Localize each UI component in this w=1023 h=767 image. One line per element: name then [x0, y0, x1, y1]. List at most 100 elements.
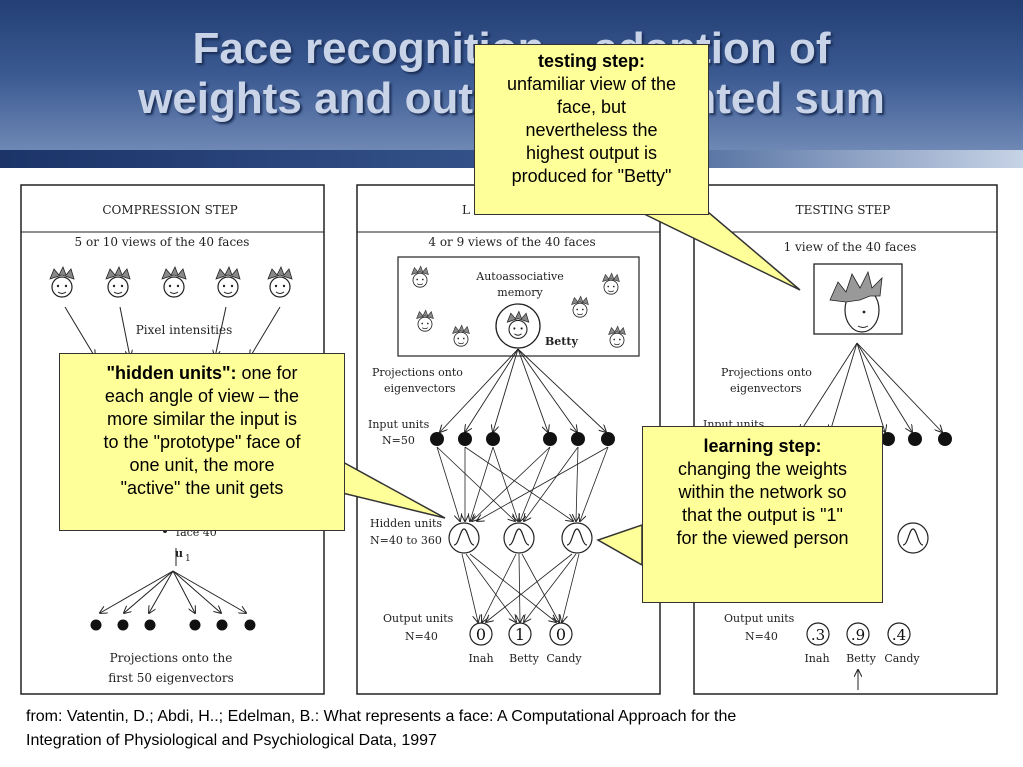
- hidden-units-count: N=40 to 360: [370, 534, 442, 547]
- output-value: 1: [515, 625, 525, 644]
- learning-projections-line-1: Projections onto: [372, 366, 463, 379]
- output-unit-node: [469, 622, 493, 646]
- output-value: .3: [811, 626, 825, 644]
- projection-arrow: [172, 570, 246, 613]
- pixel-intensities-label: Pixel intensities: [136, 323, 233, 337]
- output-unit-node: [887, 622, 911, 646]
- learning-panel: L 4 or 9 views of the 40 faces Autoassoc…: [356, 184, 661, 695]
- learning-callout-heading: learning step:: [703, 436, 822, 456]
- gaussian-unit-icon: [561, 522, 593, 554]
- memory-face-icon: [411, 265, 429, 288]
- memory-label-line-1: Autoassociative: [475, 270, 563, 283]
- input-unit-node: [543, 432, 557, 446]
- training-face-icon: [215, 266, 241, 298]
- projection-arrow: [124, 570, 174, 613]
- output-unit-node: [549, 622, 573, 646]
- eigenvector-node: [117, 619, 129, 631]
- eigenvector-node: [189, 619, 201, 631]
- training-face-icon: [105, 266, 131, 298]
- learning-step-callout: learning step: changing the weights with…: [642, 426, 883, 603]
- learning-projections-line-2: eigenvectors: [384, 382, 456, 395]
- projection-arrow: [172, 570, 221, 613]
- input-unit-node: [908, 432, 922, 446]
- input-unit-node: [881, 432, 895, 446]
- output-name: Candy: [546, 652, 582, 665]
- output-unit-node: [846, 622, 870, 646]
- training-face-icon: [49, 266, 75, 298]
- output-name: Inah: [804, 652, 829, 665]
- eigenvector-node: [144, 619, 156, 631]
- output-units-count: N=40: [405, 630, 438, 643]
- hidden-callout-line: more similar the input is: [106, 409, 298, 429]
- hidden-to-output-arrows: [461, 553, 580, 622]
- memory-face-icon: [416, 309, 434, 332]
- eigenvector-node: [216, 619, 228, 631]
- betty-memory-label: Betty: [545, 335, 578, 348]
- hidden-callout-line: to the "prototype" face of: [103, 432, 301, 452]
- eigenvector-node: [90, 619, 102, 631]
- input-unit-node: [458, 432, 472, 446]
- testing-callout-heading: testing step:: [537, 51, 645, 71]
- pixel-arrow: [250, 306, 281, 357]
- compression-subtitle: 5 or 10 views of the 40 faces: [75, 235, 250, 249]
- autoassociative-memory-box: [397, 256, 640, 357]
- projection-arrow: [172, 570, 195, 613]
- output-value: .9: [851, 626, 865, 644]
- citation-line-1: from: Vatentin, D.; Abdi, H..; Edelman, …: [26, 708, 737, 725]
- input-unit-node: [486, 432, 500, 446]
- pixel-arrow: [119, 306, 130, 357]
- output-name: Betty: [509, 652, 539, 665]
- input-unit-node: [601, 432, 615, 446]
- training-face-icon: [267, 266, 293, 298]
- learning-callout-line: for the viewed person: [676, 528, 849, 548]
- input-unit-node: [938, 432, 952, 446]
- testing-callout-line: produced for "Betty": [511, 166, 672, 186]
- test-face-to-input-arrows: [800, 342, 942, 432]
- input-to-hidden-arrows: [436, 446, 609, 521]
- citation: from: Vatentin, D.; Abdi, H..; Edelman, …: [26, 705, 1006, 753]
- test-face-icon: [829, 270, 883, 333]
- learning-callout-line: changing the weights: [677, 459, 848, 479]
- output-name: Betty: [846, 652, 876, 665]
- input-units-label: Input units: [368, 418, 430, 431]
- input-unit-node: [571, 432, 585, 446]
- output-value: 0: [476, 625, 486, 644]
- hidden-callout-line: one unit, the more: [129, 455, 275, 475]
- output-name: Candy: [884, 652, 920, 665]
- input-units-count: N=50: [382, 434, 415, 447]
- learning-callout-line: within the network so: [678, 482, 847, 502]
- training-face-icon: [161, 266, 187, 298]
- unit-index-label: 1: [185, 554, 191, 564]
- testing-projections-line-2: eigenvectors: [730, 382, 802, 395]
- testing-callout-line: face, but: [556, 97, 627, 117]
- hidden-units-callout: "hidden units": one for each angle of vi…: [59, 353, 345, 531]
- memory-label-line-2: memory: [497, 286, 543, 299]
- hidden-units-label: Hidden units: [370, 517, 442, 530]
- eigenvector-node: [244, 619, 256, 631]
- testing-title: TESTING STEP: [796, 203, 891, 217]
- testing-callout-line: nevertheless the: [525, 120, 658, 140]
- output-name: Inah: [468, 652, 493, 665]
- testing-callout-line: highest output is: [525, 143, 658, 163]
- hidden-callout-line: each angle of view – the: [104, 386, 300, 406]
- test-face-frame: [813, 263, 903, 335]
- projection-arrow: [149, 570, 174, 613]
- gaussian-unit-icon: [897, 522, 929, 554]
- memory-face-icon: [608, 325, 626, 348]
- learning-callout-line: that the output is "1": [682, 505, 843, 525]
- betty-face-icon: [506, 310, 530, 339]
- output-units-label: Output units: [383, 612, 454, 625]
- learning-subtitle: 4 or 9 views of the 40 faces: [428, 235, 595, 249]
- testing-subtitle: 1 view of the 40 faces: [784, 240, 917, 254]
- output-unit-node: [806, 622, 830, 646]
- pixel-arrow: [64, 306, 95, 357]
- testing-callout-line: unfamiliar view of the: [506, 74, 677, 94]
- output-value: .4: [892, 626, 906, 644]
- learning-title: L: [462, 203, 470, 217]
- memory-face-icon: [452, 324, 470, 347]
- testing-step-callout: testing step: unfamiliar view of the fac…: [474, 44, 709, 215]
- hidden-callout-line: "active" the unit gets: [120, 478, 284, 498]
- testing-output-units-label: Output units: [724, 612, 795, 625]
- memory-face-icon: [602, 272, 620, 295]
- projection-arrow: [100, 570, 174, 613]
